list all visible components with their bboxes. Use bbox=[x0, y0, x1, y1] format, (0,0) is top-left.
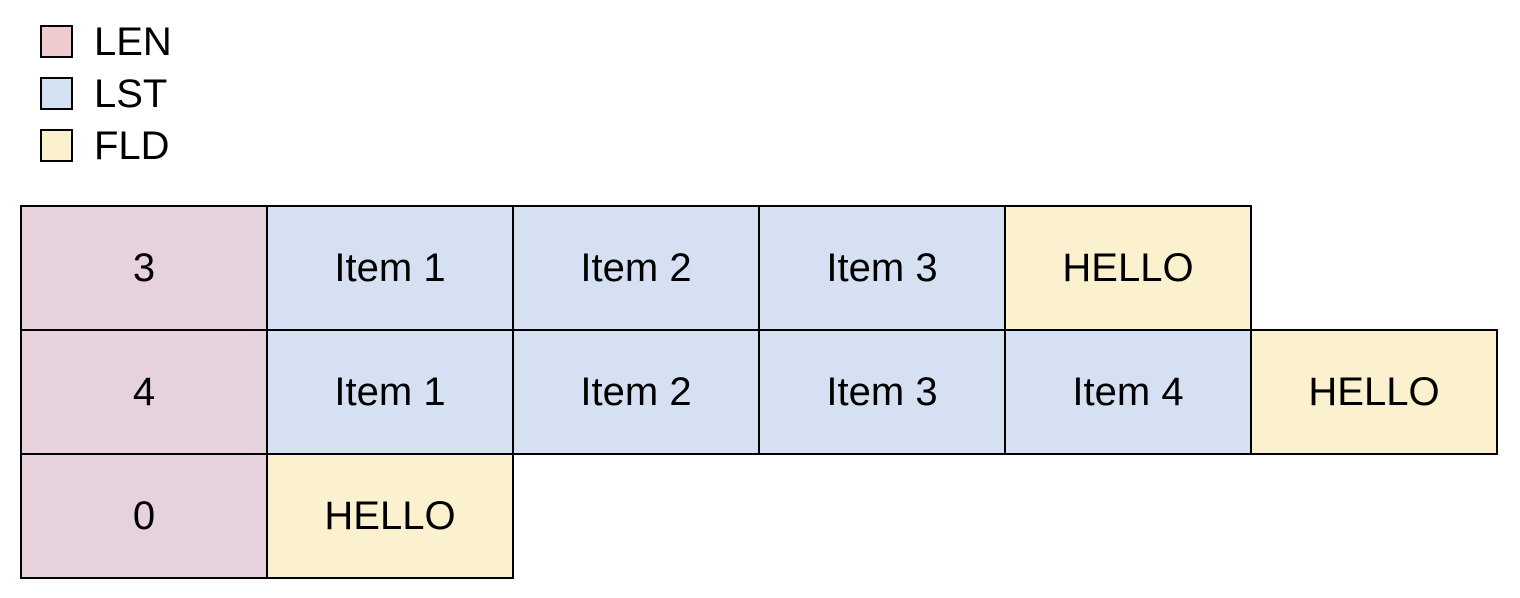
list-row-0: 3 Item 1 Item 2 Item 3 HELLO bbox=[20, 205, 1498, 331]
legend-label-lst: LST bbox=[94, 71, 168, 116]
list-item-cell: Item 3 bbox=[758, 329, 1006, 455]
len-cell: 4 bbox=[20, 329, 268, 455]
field-cell: HELLO bbox=[1250, 329, 1498, 455]
legend-item-len: LEN bbox=[40, 22, 172, 62]
fld-color-swatch bbox=[40, 129, 73, 162]
list-item-cell: Item 2 bbox=[512, 329, 760, 455]
legend-label-fld: FLD bbox=[94, 123, 170, 168]
lst-color-swatch bbox=[40, 77, 73, 110]
list-item-cell: Item 1 bbox=[266, 205, 514, 331]
field-cell: HELLO bbox=[266, 453, 514, 579]
len-color-swatch bbox=[40, 25, 73, 58]
legend-label-len: LEN bbox=[94, 19, 172, 64]
memory-layout-diagram: 3 Item 1 Item 2 Item 3 HELLO 4 Item 1 It… bbox=[20, 205, 1498, 579]
len-cell: 3 bbox=[20, 205, 268, 331]
legend: LEN LST FLD bbox=[40, 22, 172, 181]
list-item-cell: Item 3 bbox=[758, 205, 1006, 331]
legend-item-lst: LST bbox=[40, 74, 172, 114]
list-item-cell: Item 2 bbox=[512, 205, 760, 331]
field-cell: HELLO bbox=[1004, 205, 1252, 331]
len-cell: 0 bbox=[20, 453, 268, 579]
list-item-cell: Item 1 bbox=[266, 329, 514, 455]
list-row-2: 0 HELLO bbox=[20, 453, 1498, 579]
list-row-1: 4 Item 1 Item 2 Item 3 Item 4 HELLO bbox=[20, 329, 1498, 455]
list-item-cell: Item 4 bbox=[1004, 329, 1252, 455]
legend-item-fld: FLD bbox=[40, 126, 172, 166]
